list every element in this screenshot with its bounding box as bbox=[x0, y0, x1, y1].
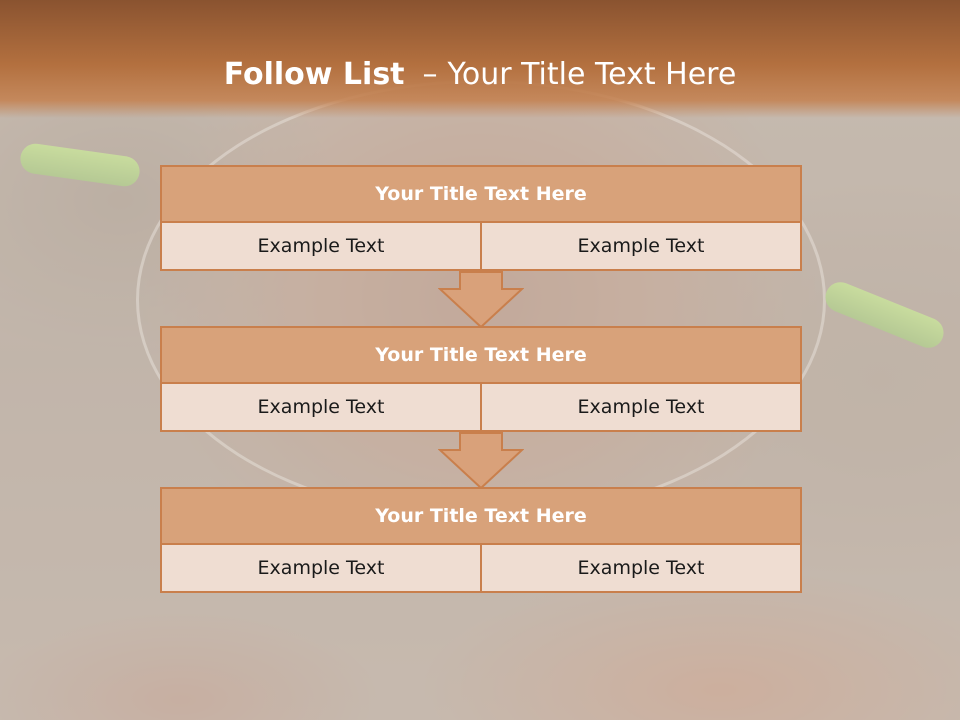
down-arrow-icon bbox=[438, 432, 524, 490]
block-title: Your Title Text Here bbox=[160, 487, 802, 545]
block-title: Your Title Text Here bbox=[160, 326, 802, 384]
slide-title: Follow List–Your Title Text Here bbox=[0, 52, 960, 98]
list-block-1: Your Title Text Here Example Text Exampl… bbox=[160, 165, 802, 271]
block-cell-left: Example Text bbox=[160, 223, 482, 271]
slide-title-rest: Your Title Text Here bbox=[447, 57, 737, 92]
slide-title-separator: – bbox=[422, 57, 438, 92]
block-title: Your Title Text Here bbox=[160, 165, 802, 223]
down-arrow-icon bbox=[438, 271, 524, 329]
list-block-3: Your Title Text Here Example Text Exampl… bbox=[160, 487, 802, 593]
block-cell-right: Example Text bbox=[482, 384, 802, 432]
block-row: Example Text Example Text bbox=[160, 384, 802, 432]
block-cell-left: Example Text bbox=[160, 545, 482, 593]
block-row: Example Text Example Text bbox=[160, 223, 802, 271]
block-cell-left: Example Text bbox=[160, 384, 482, 432]
block-cell-right: Example Text bbox=[482, 223, 802, 271]
block-row: Example Text Example Text bbox=[160, 545, 802, 593]
block-cell-right: Example Text bbox=[482, 545, 802, 593]
list-block-2: Your Title Text Here Example Text Exampl… bbox=[160, 326, 802, 432]
slide-title-bold: Follow List bbox=[223, 57, 405, 92]
title-band bbox=[0, 0, 960, 118]
